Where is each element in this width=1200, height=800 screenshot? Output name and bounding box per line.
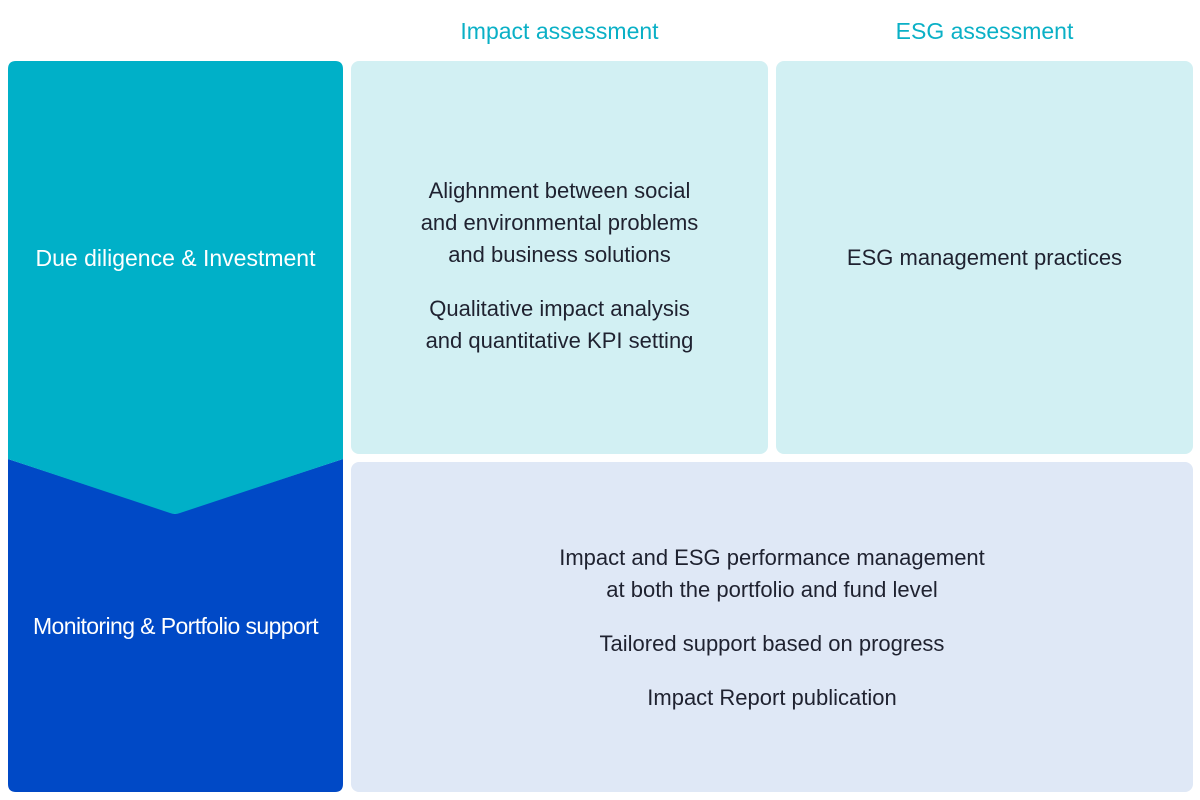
impact-assessment-header: Impact assessment <box>460 18 659 44</box>
esg-dd-item: ESG management practices <box>846 244 1123 270</box>
monitoring-stage-label: Monitoring & Portfolio support <box>33 613 319 639</box>
monitoring-item: Tailored support based on progress <box>599 631 945 656</box>
monitoring-stage-block <box>8 459 343 792</box>
stage-arrow <box>8 61 343 792</box>
impact-dd-item: Qualitative impact analysis and quantita… <box>425 295 694 353</box>
esg-assessment-header: ESG assessment <box>895 18 1074 44</box>
impact-due-diligence-cell: Alighnment between social and environmen… <box>351 61 768 454</box>
monitoring-cell: Impact and ESG performance management at… <box>351 462 1193 792</box>
monitoring-item: Impact and ESG performance management at… <box>559 545 985 602</box>
due-diligence-stage-label: Due diligence & Investment <box>35 245 316 271</box>
monitoring-item: Impact Report publication <box>647 685 897 710</box>
esg-due-diligence-cell: ESG management practices <box>776 61 1193 454</box>
due-diligence-stage-block <box>8 61 343 514</box>
impact-dd-item: Alighnment between social and environmen… <box>420 177 699 267</box>
